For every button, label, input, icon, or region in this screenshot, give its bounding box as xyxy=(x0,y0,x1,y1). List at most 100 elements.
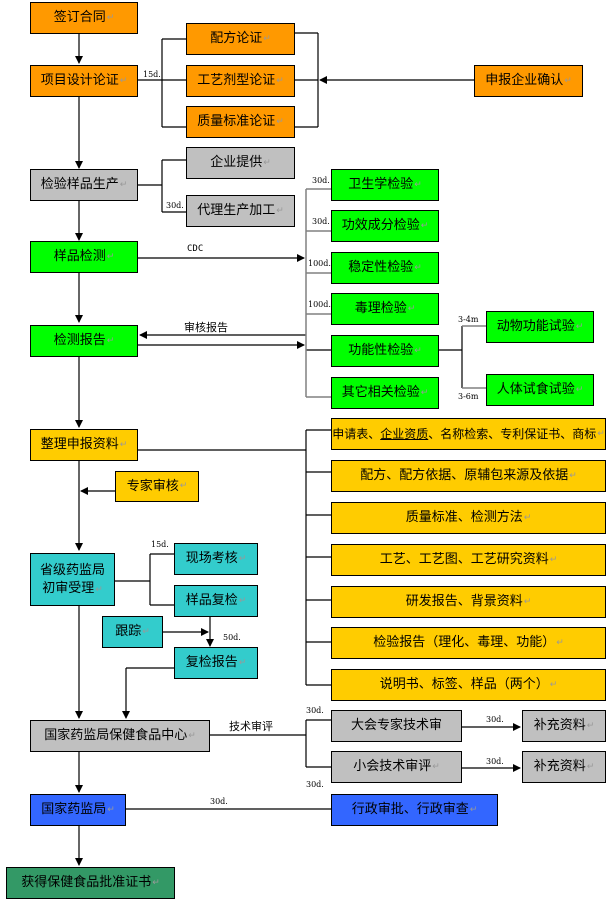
sample-recheck-label: 样品复检 xyxy=(185,593,238,609)
sign-contract-box: 签订合同↵ xyxy=(30,2,138,34)
certificate-label: 获得保健食品批准证书 xyxy=(21,875,152,891)
big-meeting-label: 大会专家技术审 xyxy=(350,718,442,734)
functional-sub-animal: 动物功能试验↵ xyxy=(486,311,594,343)
big-meeting-duration: 30d. xyxy=(306,706,324,715)
paragraph-mark-icon: ↵ xyxy=(106,251,115,262)
material-item-text: 配方、配方依据、原辅包来源及依据 xyxy=(360,468,569,484)
sample-production-label: 检验样品生产 xyxy=(40,177,119,193)
provincial-acceptance-box: 省级药监局 初审受理↵ xyxy=(30,553,115,606)
design-item-label: 工艺剂型论证 xyxy=(197,73,276,89)
paragraph-mark-icon: ↵ xyxy=(119,75,128,86)
small-meeting-box: 小会技术审评↵ xyxy=(331,751,462,783)
enterprise-confirm-label: 申报企业确认 xyxy=(485,73,564,89)
design-item-process: 工艺剂型论证↵ xyxy=(186,65,295,97)
small-meeting-label: 小会技术审评 xyxy=(353,759,432,775)
sample-recheck-box: 样品复检↵ xyxy=(174,585,258,617)
functional-sub-duration: 3-4m xyxy=(458,315,479,324)
cdc-label: CDC xyxy=(187,244,204,254)
paragraph-mark-icon: ↵ xyxy=(432,761,440,772)
supplement-box: 补充资料↵ xyxy=(522,751,606,783)
paragraph-mark-icon: ↵ xyxy=(523,512,532,523)
test-report-label: 检测报告 xyxy=(53,333,106,349)
paragraph-mark-icon: ↵ xyxy=(549,679,558,690)
design-duration: 15d. xyxy=(143,70,161,79)
functional-sub-human: 人体试食试验↵ xyxy=(486,374,594,406)
paragraph-mark-icon: ↵ xyxy=(238,553,247,564)
admin-approval-label: 行政审批、行政审查 xyxy=(351,802,469,818)
tech-review-label: 技术审评 xyxy=(229,720,273,733)
paragraph-mark-icon: ↵ xyxy=(597,428,605,439)
supplement-label: 补充资料 xyxy=(533,718,586,734)
test-item-label: 卫生学检验 xyxy=(348,177,414,193)
test-item-other: 其它相关检验↵ xyxy=(331,377,439,409)
test-item-label: 其它相关检验 xyxy=(341,385,420,401)
functional-sub-label: 人体试食试验 xyxy=(496,382,575,398)
material-item-text: 工艺、工艺图、工艺研究资料 xyxy=(379,552,549,568)
sample-testing-label: 样品检测 xyxy=(53,249,106,265)
test-report-box: 检测报告↵ xyxy=(30,325,138,357)
test-item-label: 稳定性检验 xyxy=(348,260,414,276)
national-center-box: 国家药监局保健食品中心↵ xyxy=(30,720,210,752)
material-item-text: 研发报告、背景资料 xyxy=(405,594,523,610)
material-item: 工艺、工艺图、工艺研究资料↵ xyxy=(331,544,606,576)
provincial-acceptance-line1: 省级药监局 xyxy=(39,562,105,578)
supplement-duration: 30d. xyxy=(486,757,504,766)
paragraph-mark-icon: ↵ xyxy=(469,804,478,815)
test-item-hygiene: 卫生学检验↵ xyxy=(331,169,439,201)
test-item-functional: 功能性检验↵ xyxy=(331,335,439,367)
paragraph-mark-icon: ↵ xyxy=(276,205,284,216)
national-fda-label: 国家药监局 xyxy=(41,802,107,818)
material-item: 配方、配方依据、原辅包来源及依据↵ xyxy=(331,460,606,492)
compile-materials-box: 整理申报资料↵ xyxy=(30,429,138,461)
production-item-enterprise: 企业提供↵ xyxy=(186,147,295,179)
onsite-inspection-label: 现场考核 xyxy=(185,551,238,567)
paragraph-mark-icon: ↵ xyxy=(152,877,160,888)
paragraph-mark-icon: ↵ xyxy=(414,262,422,273)
material-item-text: 说明书、标签、样品（两个） xyxy=(379,677,549,693)
paragraph-mark-icon: ↵ xyxy=(420,220,429,231)
tracking-label: 跟踪 xyxy=(115,624,142,640)
functional-sub-duration: 3-6m xyxy=(458,392,479,401)
sign-contract-label: 签订合同 xyxy=(53,10,106,26)
tracking-box: 跟踪↵ xyxy=(102,616,163,648)
sample-testing-box: 样品检测↵ xyxy=(30,241,138,273)
paragraph-mark-icon: ↵ xyxy=(586,761,595,772)
paragraph-mark-icon: ↵ xyxy=(263,33,271,44)
paragraph-mark-icon: ↵ xyxy=(414,179,422,190)
paragraph-mark-icon: ↵ xyxy=(263,157,271,168)
test-duration: 100d. xyxy=(308,259,331,268)
paragraph-mark-icon: ↵ xyxy=(142,626,150,637)
big-meeting-box: 大会专家技术审 xyxy=(331,710,462,742)
material-item-text: 质量标准、检测方法 xyxy=(405,510,523,526)
material-item-text: 检验报告（理化、毒理、功能） xyxy=(373,635,556,651)
paragraph-mark-icon: ↵ xyxy=(238,657,247,668)
small-meeting-duration: 30d. xyxy=(306,780,324,789)
compile-materials-label: 整理申报资料 xyxy=(40,437,119,453)
test-item-stability: 稳定性检验↵ xyxy=(331,252,439,284)
material-item-text: 、名称检索、专利保证书、商标 xyxy=(428,426,597,441)
sample-production-box: 检验样品生产↵ xyxy=(30,169,138,201)
test-duration: 100d. xyxy=(308,300,331,309)
paragraph-mark-icon: ↵ xyxy=(106,12,115,23)
material-item: 研发报告、背景资料↵ xyxy=(331,586,606,618)
admin-duration: 30d. xyxy=(210,797,228,806)
design-item-label: 配方论证 xyxy=(210,31,263,47)
paragraph-mark-icon: ↵ xyxy=(523,596,532,607)
design-item-quality: 质量标准论证↵ xyxy=(186,106,295,138)
paragraph-mark-icon: ↵ xyxy=(107,804,115,815)
test-item-label: 毒理检验 xyxy=(354,301,407,317)
paragraph-mark-icon: ↵ xyxy=(414,345,422,356)
paragraph-mark-icon: ↵ xyxy=(188,730,196,741)
test-item-label: 功效成分检验 xyxy=(341,218,420,234)
production-item-agent: 代理生产加工↵ xyxy=(186,195,295,227)
paragraph-mark-icon: ↵ xyxy=(119,179,128,190)
onsite-inspection-box: 现场考核↵ xyxy=(174,543,258,575)
material-item: 质量标准、检测方法↵ xyxy=(331,502,606,534)
paragraph-mark-icon: ↵ xyxy=(420,387,429,398)
onsite-duration: 15d. xyxy=(151,540,169,549)
paragraph-mark-icon: ↵ xyxy=(179,481,188,492)
paragraph-mark-icon: ↵ xyxy=(238,595,247,606)
design-item-formula: 配方论证↵ xyxy=(186,23,295,55)
expert-review-label: 专家审核 xyxy=(126,478,179,494)
